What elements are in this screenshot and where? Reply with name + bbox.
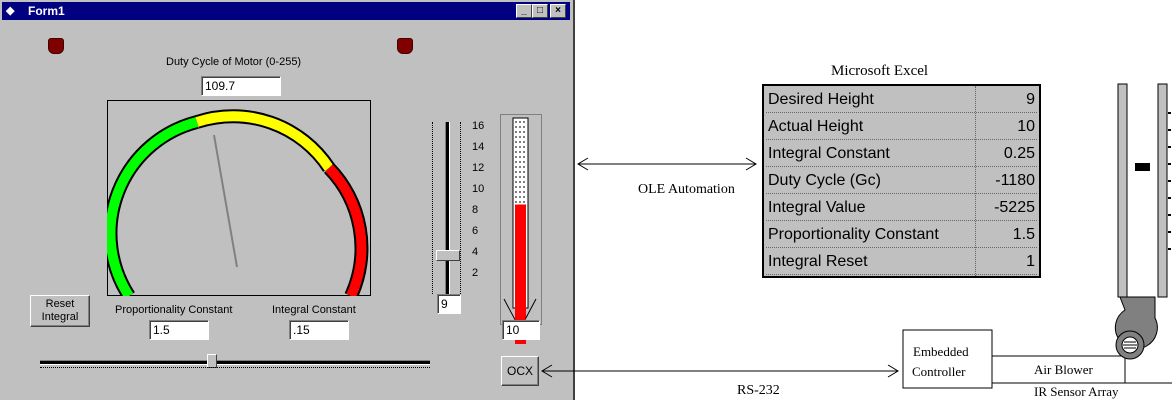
form1-window: ◆ Form1 _ □ × Duty Cycle of Motor (0-255… <box>0 0 575 400</box>
excel-row-value: 0.25 <box>1003 145 1035 162</box>
slider-tick-label: 4 <box>472 246 479 258</box>
excel-row-value: -1180 <box>995 172 1035 189</box>
ole-automation-label: OLE Automation <box>638 182 735 197</box>
level-thermometer <box>500 114 542 344</box>
excel-row-value: 10 <box>1017 118 1035 135</box>
slider-tick-label: 16 <box>472 120 485 132</box>
excel-title: Microsoft Excel <box>831 63 929 79</box>
excel-row-label: Integral Constant <box>768 145 890 162</box>
excel-row: Proportionality Constant 1.5 <box>766 223 1037 248</box>
excel-row-label: Desired Height <box>768 91 874 108</box>
slider-tick-label: 8 <box>472 204 479 216</box>
gauge-needle <box>213 134 238 268</box>
excel-row: Desired Height 9 <box>766 88 1037 113</box>
excel-row-label: Integral Value <box>768 199 866 216</box>
reset-integral-button[interactable]: Reset Integral <box>30 295 90 327</box>
excel-row: Integral Value -5225 <box>766 196 1037 221</box>
rs232-label: RS-232 <box>737 383 780 398</box>
slider-tick-label: 2 <box>472 267 479 279</box>
duty-gauge <box>107 100 371 296</box>
minimize-button[interactable]: _ <box>516 4 532 18</box>
excel-row-label: Proportionality Constant <box>768 226 939 243</box>
vertical-slider[interactable] <box>432 118 492 298</box>
embedded-controller-box <box>902 329 993 389</box>
excel-row: Integral Constant 0.25 <box>766 142 1037 167</box>
ocx-button[interactable]: OCX <box>501 356 539 386</box>
reset-integral-label: Reset Integral <box>41 298 79 323</box>
thermometer-value-field[interactable]: 10 <box>502 320 540 340</box>
indicator-light-left-icon <box>48 38 64 54</box>
excel-row-label: Duty Cycle (Gc) <box>768 172 881 189</box>
slider-tick-label: 14 <box>472 141 485 153</box>
slider-tick-label: 6 <box>472 225 479 237</box>
duty-cycle-field[interactable]: 109.7 <box>201 76 281 96</box>
excel-row-value: -5225 <box>994 199 1035 216</box>
proportionality-label: Proportionality Constant <box>115 304 233 316</box>
integral-label: Integral Constant <box>272 304 356 316</box>
excel-row-label: Actual Height <box>768 118 864 135</box>
ir-sensor-label: IR Sensor Array <box>1034 384 1119 399</box>
controller-label-line1: Embedded <box>913 344 969 359</box>
excel-row-label: Integral Reset <box>768 253 868 270</box>
excel-row: Actual Height 10 <box>766 115 1037 140</box>
excel-row-value: 1 <box>1026 253 1035 270</box>
close-button[interactable]: × <box>550 4 566 18</box>
ocx-button-label: OCX <box>506 364 533 378</box>
excel-row: Integral Reset 1 <box>766 250 1037 275</box>
slider-tick-label: 12 <box>472 162 485 174</box>
proportionality-field[interactable]: 1.5 <box>149 320 209 340</box>
excel-column-divider <box>975 86 976 276</box>
duty-cycle-label: Duty Cycle of Motor (0-255) <box>166 56 302 68</box>
ball-icon <box>1135 163 1150 171</box>
indicator-light-right-icon <box>397 38 413 54</box>
vertical-slider-thumb[interactable] <box>436 250 460 261</box>
excel-row: Duty Cycle (Gc) -1180 <box>766 169 1037 194</box>
thermometer-fill <box>515 204 526 324</box>
integral-field[interactable]: .15 <box>289 320 349 340</box>
air-blower-label: Air Blower <box>1034 362 1093 377</box>
slider-tick-label: 10 <box>472 183 485 195</box>
excel-row-value: 9 <box>1026 91 1035 108</box>
excel-row-value: 1.5 <box>1012 226 1035 243</box>
horizontal-slider[interactable] <box>40 354 432 372</box>
controller-label-line2: Controller <box>912 364 966 379</box>
title-bar[interactable]: ◆ Form1 _ □ × <box>2 2 570 20</box>
app-icon: ◆ <box>6 5 15 17</box>
slider-value-field[interactable]: 9 <box>437 294 461 314</box>
maximize-button[interactable]: □ <box>532 4 548 18</box>
window-title: Form1 <box>28 4 65 18</box>
